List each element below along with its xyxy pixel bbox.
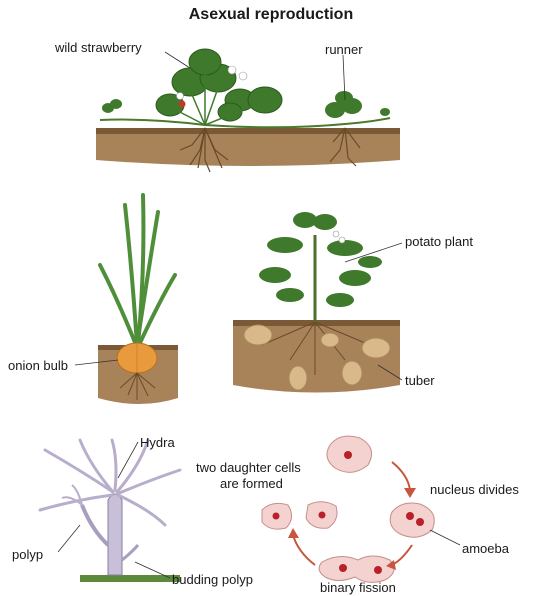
amoeba-cycle [262, 436, 460, 582]
hydra-scene [40, 440, 180, 582]
page-title: Asexual reproduction [0, 6, 542, 24]
label-polyp: polyp [12, 547, 43, 562]
label-potato-plant: potato plant [405, 234, 473, 249]
label-budding-polyp: budding polyp [172, 572, 253, 587]
label-two-daughter-cells-line1: two daughter cells [196, 460, 301, 475]
label-tuber: tuber [405, 373, 435, 388]
potato-scene [233, 212, 402, 393]
label-nucleus-divides: nucleus divides [430, 482, 519, 497]
label-binary-fission: binary fission [320, 580, 396, 595]
label-onion-bulb: onion bulb [8, 358, 68, 373]
label-two-daughter-cells-line2: are formed [220, 476, 283, 491]
label-wild-strawberry: wild strawberry [55, 40, 142, 55]
label-runner: runner [325, 42, 363, 57]
label-amoeba: amoeba [462, 541, 509, 556]
strawberry-scene [96, 49, 400, 172]
label-hydra: Hydra [140, 435, 175, 450]
onion-scene [75, 195, 178, 404]
